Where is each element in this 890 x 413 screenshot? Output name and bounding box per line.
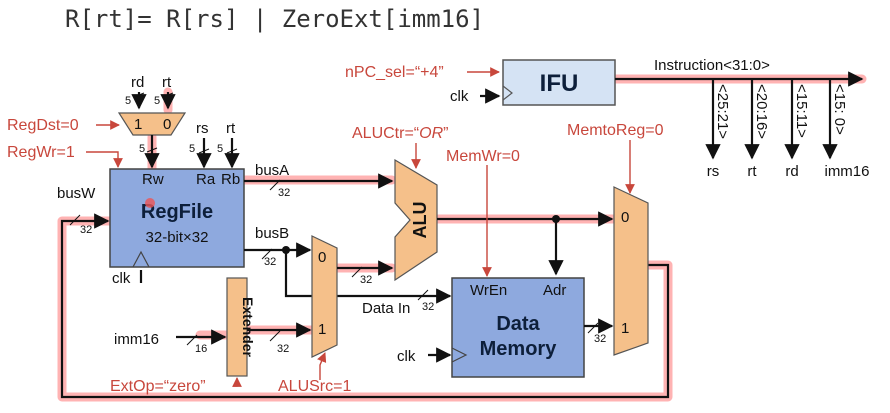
width-5-rw: 5 xyxy=(139,143,145,155)
regfile-read-addr-wires: rs rt 5 5 xyxy=(189,120,240,169)
field-range-rd: <15:11> xyxy=(793,84,810,138)
alu-b-width: 32 xyxy=(360,274,372,286)
regfile-clk-label: clk xyxy=(112,270,131,287)
data-in-width: 32 xyxy=(422,301,434,313)
field-name-rd: rd xyxy=(785,163,798,180)
field-range-rt: <20:16> xyxy=(753,84,770,139)
memtoreg-mux: 0 1 xyxy=(613,186,649,356)
aluctr-control: ALUCtr=“OR” xyxy=(352,125,448,142)
memtoreg-mux-one: 1 xyxy=(621,320,629,337)
rw-port-label: Rw xyxy=(142,171,164,188)
imm16-input-label: imm16 xyxy=(114,331,159,348)
width-5-rd: 5 xyxy=(125,95,131,107)
field-name-rt: rt xyxy=(747,163,757,180)
imm16-width: 16 xyxy=(195,343,207,355)
busw-label: busW xyxy=(57,185,96,202)
page-title: R[rt]= R[rs] | ZeroExt[imm16] xyxy=(65,5,484,33)
extender-label: Extender xyxy=(240,297,256,357)
regfile-title: RegFile xyxy=(141,201,213,223)
memory-clk-label: clk xyxy=(397,348,416,365)
regdst-control: RegDst=0 xyxy=(7,117,79,134)
field-name-imm16: imm16 xyxy=(824,163,869,180)
regdst-mux-zero: 0 xyxy=(163,116,171,133)
alusrc-control: ALUSrc=1 xyxy=(278,378,351,395)
ifu-label: IFU xyxy=(540,70,579,97)
width-5-rt: 5 xyxy=(154,95,160,107)
npc-sel-label: nPC_sel=“+4” xyxy=(345,64,444,81)
extop-control: ExtOp=“zero” xyxy=(110,378,206,395)
cursor-dot xyxy=(145,198,155,208)
ext-out-width: 32 xyxy=(277,343,289,355)
data-memory: WrEn Adr Data Memory xyxy=(451,277,585,378)
regdst-mux-one: 1 xyxy=(134,116,142,133)
busa-label: busA xyxy=(255,162,289,179)
data-in-label: Data In xyxy=(362,300,410,317)
rb-port-label: Rb xyxy=(221,171,240,188)
busa-width: 32 xyxy=(278,187,290,199)
memwr-control: MemWr=0 xyxy=(446,148,520,165)
memory-title-line2: Memory xyxy=(480,338,558,360)
ifu-block: IFU xyxy=(502,59,616,106)
memory-title-line1: Data xyxy=(496,313,540,335)
width-5-rb: 5 xyxy=(217,143,223,155)
busb-label: busB xyxy=(255,225,289,242)
adr-port-label: Adr xyxy=(543,282,566,299)
regwr-control: RegWr=1 xyxy=(7,144,75,161)
field-range-rs: <25:21> xyxy=(714,84,731,139)
field-name-rs: rs xyxy=(707,163,720,180)
memtoreg-control: MemtoReg=0 xyxy=(567,122,664,139)
alu: ALU xyxy=(394,158,438,282)
alusrc-mux-one: 1 xyxy=(318,321,326,338)
extender: Extender xyxy=(226,277,256,377)
instruction-field-taps: <25:21> <20:16> <15:11> <15: 0> rs rt rd… xyxy=(705,79,870,180)
mux-input-rd: rd xyxy=(131,74,144,91)
busw-width: 32 xyxy=(80,224,92,236)
rb-input-rt: rt xyxy=(226,120,236,137)
memtoreg-mux-zero: 0 xyxy=(621,209,629,226)
alusrc-mux: 0 1 xyxy=(311,235,338,358)
field-range-imm16: <15: 0> xyxy=(831,84,848,135)
ifu-clk-label: clk xyxy=(450,88,469,105)
alusrc-mux-zero: 0 xyxy=(318,249,326,266)
alu-label: ALU xyxy=(410,202,430,239)
ra-port-label: Ra xyxy=(196,171,216,188)
regfile-subtitle: 32-bit×32 xyxy=(146,229,209,246)
width-5-ra: 5 xyxy=(189,143,195,155)
ra-input-rs: rs xyxy=(196,120,209,137)
busb-width: 32 xyxy=(264,256,276,268)
register-file: Rw Ra Rb RegFile 32-bit×32 xyxy=(109,168,245,268)
mux-input-rt: rt xyxy=(162,74,172,91)
mem-out-width: 32 xyxy=(594,333,606,345)
instruction-label: Instruction<31:0> xyxy=(654,57,770,74)
regdst-mux: rd rt 5 5 1 0 5 xyxy=(117,74,187,169)
wren-port-label: WrEn xyxy=(470,282,507,299)
